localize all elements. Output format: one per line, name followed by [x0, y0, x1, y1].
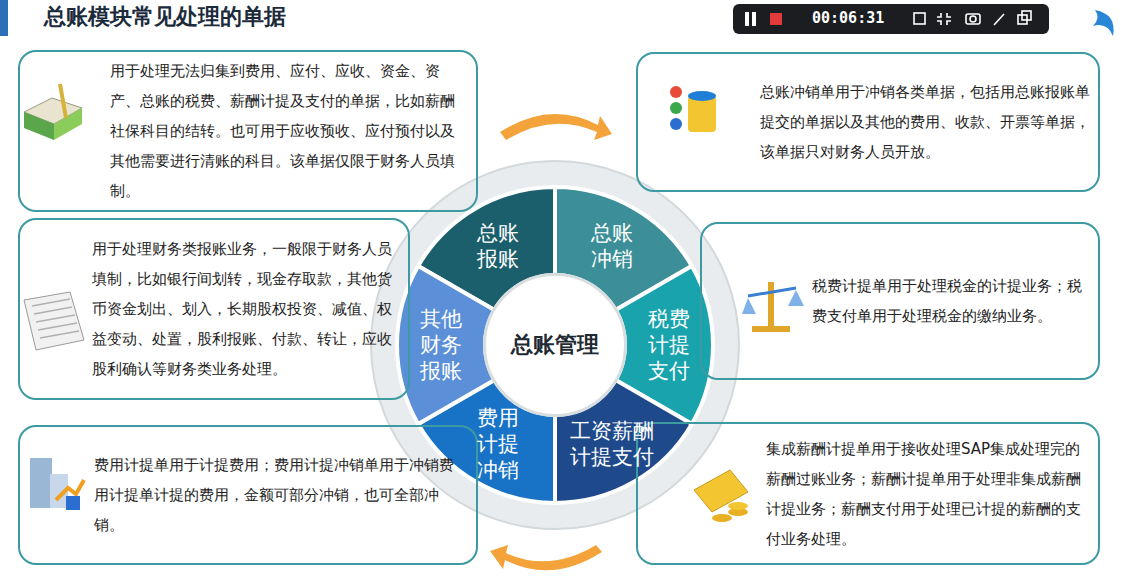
description-text: 费用计提单用于计提费用；费用计提冲销单用于冲销费用计提单计提的费用，金额可部分冲…	[94, 450, 464, 540]
page-title: 总账模块常见处理的单据	[44, 2, 286, 32]
toolbar-icons	[914, 11, 1031, 25]
segment-label: 税费 计提 支付	[646, 306, 692, 384]
description-box: 税费计提单用于处理税金的计提业务；税费支付单用于处理税金的缴纳业务。	[700, 222, 1100, 380]
description-text: 总账冲销单用于冲销各类单据，包括用总账报账单提交的单据以及其他的费用、收款、开票…	[760, 77, 1090, 167]
flow-arrow	[500, 114, 612, 140]
paint-icon	[670, 86, 716, 132]
building-icon	[30, 458, 84, 510]
description-box: 用于处理无法归集到费用、应付、应收、资金、资产、总账的税费、薪酬计提及支付的单据…	[18, 50, 478, 212]
description-text: 税费计提单用于处理税金的计提业务；税费支付单用于处理税金的缴纳业务。	[812, 271, 1092, 331]
card-icon	[694, 470, 748, 522]
newspaper-icon	[24, 292, 84, 350]
description-text: 用于处理无法归集到费用、应付、应收、资金、资产、总账的税费、薪酬计提及支付的单据…	[110, 56, 468, 206]
segment-label: 其他 财务 报账	[418, 306, 464, 384]
segment-label: 总账 报账	[475, 220, 521, 272]
pause-icon	[745, 12, 749, 26]
segment-label: 总账 冲销	[589, 220, 635, 272]
description-box: 费用计提单用于计提费用；费用计提冲销单用于冲销费用计提单计提的费用，金额可部分冲…	[18, 425, 478, 565]
segment-label: 费用 计提 冲销	[475, 405, 521, 483]
description-box: 用于处理财务类报账业务，一般限于财务人员填制，比如银行间划转，现金存取款，其他货…	[18, 218, 410, 400]
description-text: 用于处理财务类报账业务，一般限于财务人员填制，比如银行间划转，现金存取款，其他货…	[92, 234, 392, 384]
title-bar	[0, 0, 8, 36]
book-icon	[24, 84, 82, 140]
logo	[1093, 10, 1114, 36]
segment-path	[397, 266, 494, 424]
description-text: 集成薪酬计提单用于接收处理SAP集成处理完的薪酬过账业务；薪酬计提单用于处理非集…	[766, 434, 1092, 554]
center-circle: 总账管理	[483, 273, 627, 417]
recorder-toolbar	[733, 4, 1049, 34]
center-label: 总账管理	[511, 330, 599, 360]
description-box: 总账冲销单用于冲销各类单据，包括用总账报账单提交的单据以及其他的费用、收款、开票…	[636, 52, 1100, 192]
timer-label: 00:06:31	[812, 9, 884, 27]
description-box: 集成薪酬计提单用于接收处理SAP集成处理完的薪酬过账业务；薪酬计提单用于处理非集…	[636, 422, 1100, 565]
stop-icon	[770, 13, 782, 25]
segment-label: 工资薪酬 计提支付	[567, 418, 657, 470]
pause-icon	[752, 12, 756, 26]
flow-arrow	[490, 545, 602, 570]
scale-icon	[742, 282, 804, 332]
